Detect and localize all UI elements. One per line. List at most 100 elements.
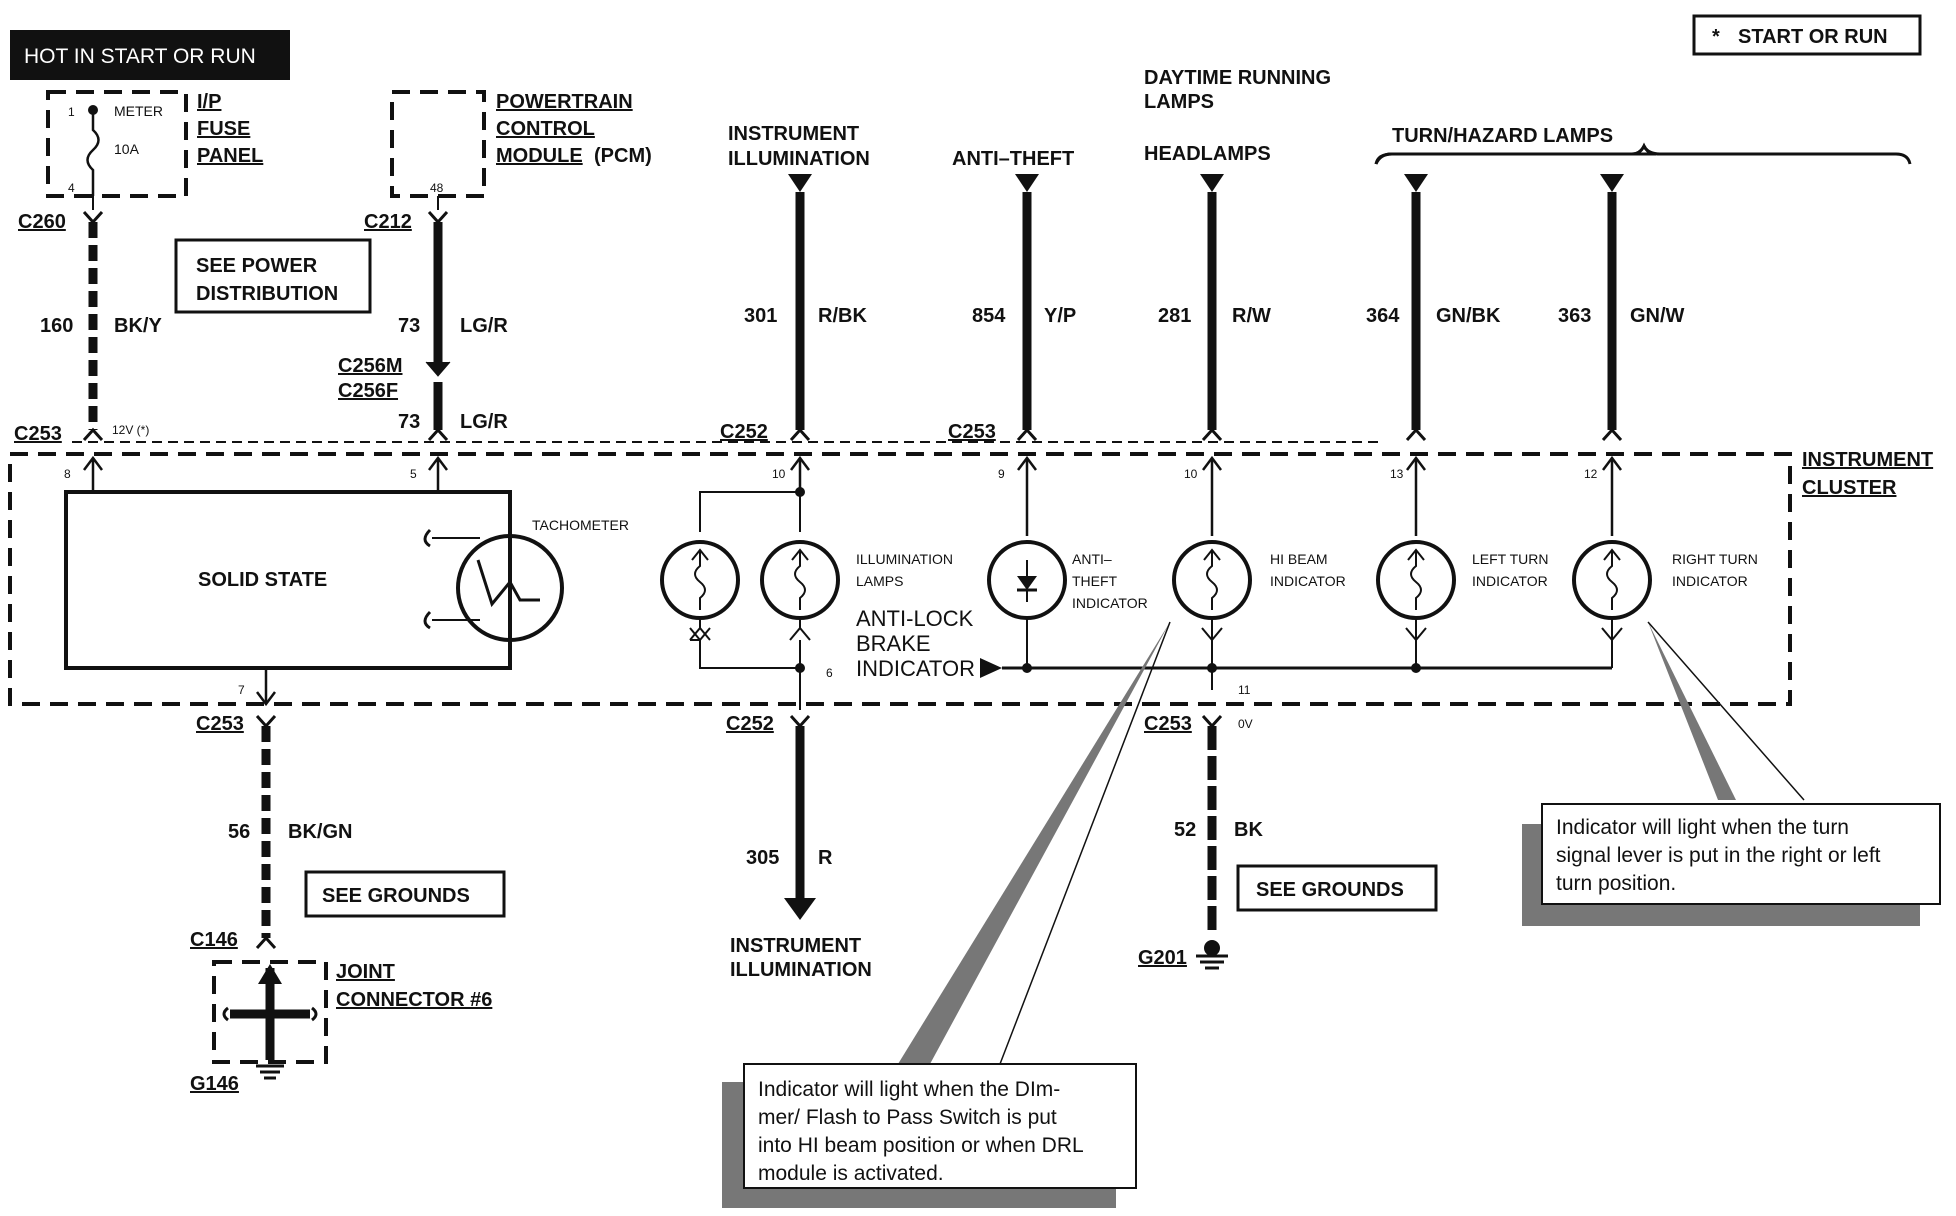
svg-text:POWERTRAIN: POWERTRAIN (496, 91, 633, 113)
svg-text:5: 5 (410, 467, 417, 481)
wire-52: C253 0V 52 BK G201 (1138, 713, 1263, 970)
svg-text:281: 281 (1158, 305, 1191, 327)
svg-text:MODULE: MODULE (496, 145, 583, 167)
svg-text:INSTRUMENT: INSTRUMENT (730, 935, 861, 957)
svg-text:ILLUMINATION: ILLUMINATION (730, 959, 872, 981)
svg-text:CONNECTOR #6: CONNECTOR #6 (336, 989, 492, 1011)
svg-text:C260: C260 (18, 211, 66, 233)
svg-text:SEE POWER: SEE POWER (196, 255, 318, 277)
svg-text:10: 10 (1184, 467, 1198, 481)
svg-text:1: 1 (68, 105, 75, 119)
svg-text:6: 6 (826, 666, 833, 680)
svg-text:73: 73 (398, 315, 420, 337)
svg-text:48: 48 (430, 181, 444, 195)
svg-text:52: 52 (1174, 819, 1196, 841)
svg-text:C256M: C256M (338, 355, 402, 377)
svg-text:*: * (1712, 26, 1720, 48)
svg-text:12: 12 (1584, 467, 1598, 481)
svg-text:12V (*): 12V (*) (112, 423, 149, 437)
hot-in-start-label: HOT IN START OR RUN (10, 30, 290, 80)
svg-text:ANTI-LOCK: ANTI-LOCK (856, 606, 974, 631)
svg-text:module is activated.: module is activated. (758, 1162, 944, 1185)
svg-text:C252: C252 (720, 421, 768, 443)
wire-363: 363 GN/W (1558, 174, 1685, 442)
svg-text:HI BEAM: HI BEAM (1270, 551, 1328, 567)
svg-text:C212: C212 (364, 211, 412, 233)
svg-text:BK/GN: BK/GN (288, 821, 352, 843)
svg-text:854: 854 (972, 305, 1006, 327)
svg-text:METER: METER (114, 103, 163, 119)
svg-text:HOT IN START OR RUN: HOT IN START OR RUN (24, 45, 256, 68)
svg-text:BRAKE: BRAKE (856, 631, 931, 656)
svg-text:TURN/HAZARD LAMPS: TURN/HAZARD LAMPS (1392, 125, 1613, 147)
svg-text:C146: C146 (190, 929, 238, 951)
instrument-cluster: INSTRUMENT CLUSTER 8 5 SOLID STATE TACHO… (8, 449, 1933, 707)
svg-text:GN/BK: GN/BK (1436, 305, 1501, 327)
svg-text:7: 7 (238, 683, 245, 697)
svg-text:8: 8 (64, 467, 71, 481)
svg-text:mer/ Flash to Pass Switch is p: mer/ Flash to Pass Switch is put (758, 1106, 1057, 1129)
svg-text:BK/Y: BK/Y (114, 315, 162, 337)
svg-text:363: 363 (1558, 305, 1591, 327)
svg-text:160: 160 (40, 315, 73, 337)
wire-281: DAYTIME RUNNING LAMPS HEADLAMPS 281 R/W (1144, 67, 1331, 442)
svg-text:G146: G146 (190, 1073, 239, 1095)
svg-text:11: 11 (1238, 683, 1251, 697)
wire-73: C212 73 LG/R C256M C256F 73 LG/R (338, 196, 508, 442)
svg-text:LAMPS: LAMPS (856, 573, 903, 589)
hi-beam-note: Indicator will light when the DIm- mer/ … (722, 621, 1171, 1208)
see-grounds-box-right: SEE GROUNDS (1236, 864, 1438, 912)
svg-text:LG/R: LG/R (460, 411, 508, 433)
svg-text:INDICATOR: INDICATOR (856, 656, 975, 681)
svg-text:56: 56 (228, 821, 250, 843)
svg-text:R/W: R/W (1232, 305, 1271, 327)
svg-text:PANEL: PANEL (197, 145, 263, 167)
svg-text:I/P: I/P (197, 91, 221, 113)
see-power-distribution-box: SEE POWER DISTRIBUTION (174, 238, 372, 314)
svg-text:C253: C253 (1144, 713, 1192, 735)
svg-text:LAMPS: LAMPS (1144, 91, 1214, 113)
svg-text:INSTRUMENT: INSTRUMENT (1802, 449, 1933, 471)
wire-301: INSTRUMENT ILLUMINATION 301 R/BK C252 (720, 123, 870, 443)
svg-text:9: 9 (998, 467, 1005, 481)
svg-text:ANTI–: ANTI– (1072, 551, 1112, 567)
turn-hazard-bracket-right (1642, 145, 1912, 165)
svg-text:BK: BK (1234, 819, 1263, 841)
svg-text:SEE GROUNDS: SEE GROUNDS (1256, 879, 1404, 901)
wire-854: ANTI–THEFT 854 Y/P C253 (948, 148, 1076, 443)
svg-text:INDICATOR: INDICATOR (1072, 595, 1148, 611)
joint-connector-6: JOINT CONNECTOR #6 G146 (190, 960, 492, 1095)
wire-364: 364 GN/BK (1366, 174, 1501, 442)
turn-signal-note: Indicator will light when the turn signa… (1522, 621, 1941, 926)
svg-text:10A: 10A (114, 141, 140, 157)
start-or-run-legend: * START OR RUN (1692, 14, 1922, 56)
svg-text:13: 13 (1390, 467, 1404, 481)
svg-text:73: 73 (398, 411, 420, 433)
svg-text:GN/W: GN/W (1630, 305, 1685, 327)
svg-text:JOINT: JOINT (336, 961, 395, 983)
ip-fuse-panel: 1 METER 10A 4 I/P FUSE PANEL (46, 90, 263, 198)
svg-text:DISTRIBUTION: DISTRIBUTION (196, 283, 338, 305)
svg-text:Indicator will light when the: Indicator will light when the DIm- (758, 1078, 1060, 1101)
svg-text:10: 10 (772, 467, 786, 481)
svg-text:turn position.: turn position. (1556, 872, 1676, 895)
wire-56: C253 56 BK/GN C146 (190, 713, 352, 951)
wire-305: C252 305 R INSTRUMENT ILLUMINATION (726, 690, 872, 981)
svg-text:FUSE: FUSE (197, 118, 250, 140)
svg-text:START OR RUN: START OR RUN (1738, 26, 1888, 48)
svg-text:SEE GROUNDS: SEE GROUNDS (322, 885, 470, 907)
svg-text:364: 364 (1366, 305, 1400, 327)
svg-text:signal lever is put in the rig: signal lever is put in the right or left (1556, 844, 1881, 867)
see-grounds-box-left: SEE GROUNDS (304, 870, 506, 918)
svg-text:C253: C253 (196, 713, 244, 735)
svg-text:Y/P: Y/P (1044, 305, 1076, 327)
svg-text:ANTI–THEFT: ANTI–THEFT (952, 148, 1074, 170)
svg-text:R: R (818, 847, 833, 869)
svg-text:C256F: C256F (338, 380, 398, 402)
svg-text:Indicator will light when the: Indicator will light when the turn (1556, 816, 1849, 839)
svg-text:CONTROL: CONTROL (496, 118, 595, 140)
svg-text:INDICATOR: INDICATOR (1270, 573, 1346, 589)
svg-text:LEFT TURN: LEFT TURN (1472, 551, 1549, 567)
svg-text:301: 301 (744, 305, 777, 327)
